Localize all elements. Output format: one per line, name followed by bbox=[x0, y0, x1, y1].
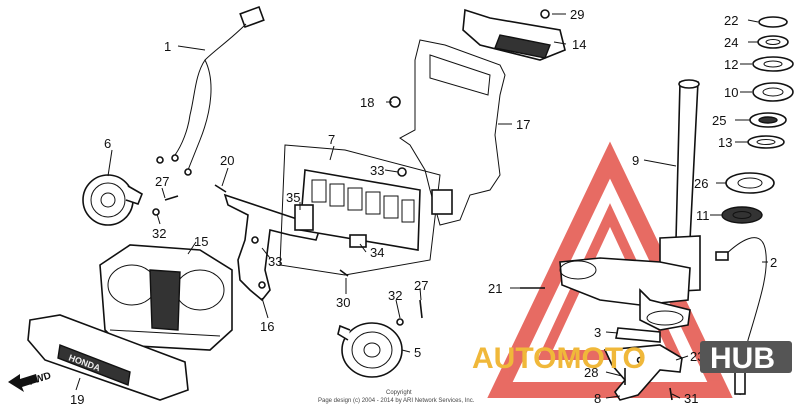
watermark-right: HUB bbox=[710, 342, 775, 375]
callout-13: 13 bbox=[718, 135, 732, 150]
callout-1: 1 bbox=[164, 39, 171, 54]
leader-lines bbox=[75, 13, 768, 399]
horn-right bbox=[337, 322, 403, 378]
callout-34: 34 bbox=[370, 245, 384, 260]
lower-bracket bbox=[603, 327, 683, 401]
fwd-label: FWD bbox=[28, 370, 53, 388]
top-cover bbox=[462, 8, 566, 61]
callout-numbers: 1 2 3 5 6 7 8 9 10 11 12 13 14 15 16 17 … bbox=[70, 7, 777, 407]
front-emblem-bar: HONDA bbox=[27, 314, 189, 401]
steering-stem bbox=[559, 79, 701, 331]
callout-29: 29 bbox=[570, 7, 584, 22]
callout-27-left: 27 bbox=[155, 174, 169, 189]
callout-31: 31 bbox=[684, 391, 698, 406]
callout-33-top: 33 bbox=[370, 163, 384, 178]
callout-22: 22 bbox=[724, 13, 738, 28]
callout-18: 18 bbox=[360, 95, 374, 110]
callout-3: 3 bbox=[594, 325, 601, 340]
callout-32-left: 32 bbox=[152, 226, 166, 241]
callout-20: 20 bbox=[220, 153, 234, 168]
callout-28: 28 bbox=[584, 365, 598, 380]
copyright-line2: Page design (c) 2004 - 2014 by ARI Netwo… bbox=[318, 398, 475, 404]
callout-30: 30 bbox=[336, 295, 350, 310]
copyright-block: Copyright Page design (c) 2004 - 2014 by… bbox=[318, 390, 475, 404]
callout-11: 11 bbox=[696, 208, 710, 223]
callout-25: 25 bbox=[712, 113, 726, 128]
callout-6: 6 bbox=[104, 136, 111, 151]
callout-10: 10 bbox=[724, 85, 738, 100]
callout-12: 12 bbox=[724, 57, 738, 72]
callout-32-right: 32 bbox=[388, 288, 402, 303]
wire-harness bbox=[156, 5, 265, 176]
callout-19: 19 bbox=[70, 392, 84, 407]
callout-8: 8 bbox=[594, 391, 601, 406]
copyright-line1: Copyright bbox=[386, 390, 412, 396]
indicator-panel-group bbox=[279, 144, 441, 276]
callout-35: 35 bbox=[286, 190, 300, 205]
callout-9: 9 bbox=[632, 153, 639, 168]
callout-7: 7 bbox=[328, 132, 335, 147]
fwd-arrow: FWD bbox=[8, 370, 53, 392]
callout-27-right: 27 bbox=[414, 278, 428, 293]
watermark-left: AUTOMOTO bbox=[472, 342, 646, 375]
callout-17: 17 bbox=[516, 117, 530, 132]
watermark-logo: AUTOMOTO HUB bbox=[472, 341, 792, 375]
callout-16: 16 bbox=[260, 319, 274, 334]
callout-15: 15 bbox=[194, 234, 208, 249]
bolts bbox=[152, 9, 550, 326]
callout-14: 14 bbox=[572, 37, 586, 52]
callout-2: 2 bbox=[770, 255, 777, 270]
horn-left bbox=[82, 174, 144, 226]
meter-stay bbox=[399, 39, 506, 226]
callout-21: 21 bbox=[488, 281, 502, 296]
callout-24: 24 bbox=[724, 35, 738, 50]
callout-26: 26 bbox=[694, 176, 708, 191]
callout-5: 5 bbox=[414, 345, 421, 360]
callout-33-left: 33 bbox=[268, 254, 282, 269]
meter-housing bbox=[99, 244, 233, 351]
